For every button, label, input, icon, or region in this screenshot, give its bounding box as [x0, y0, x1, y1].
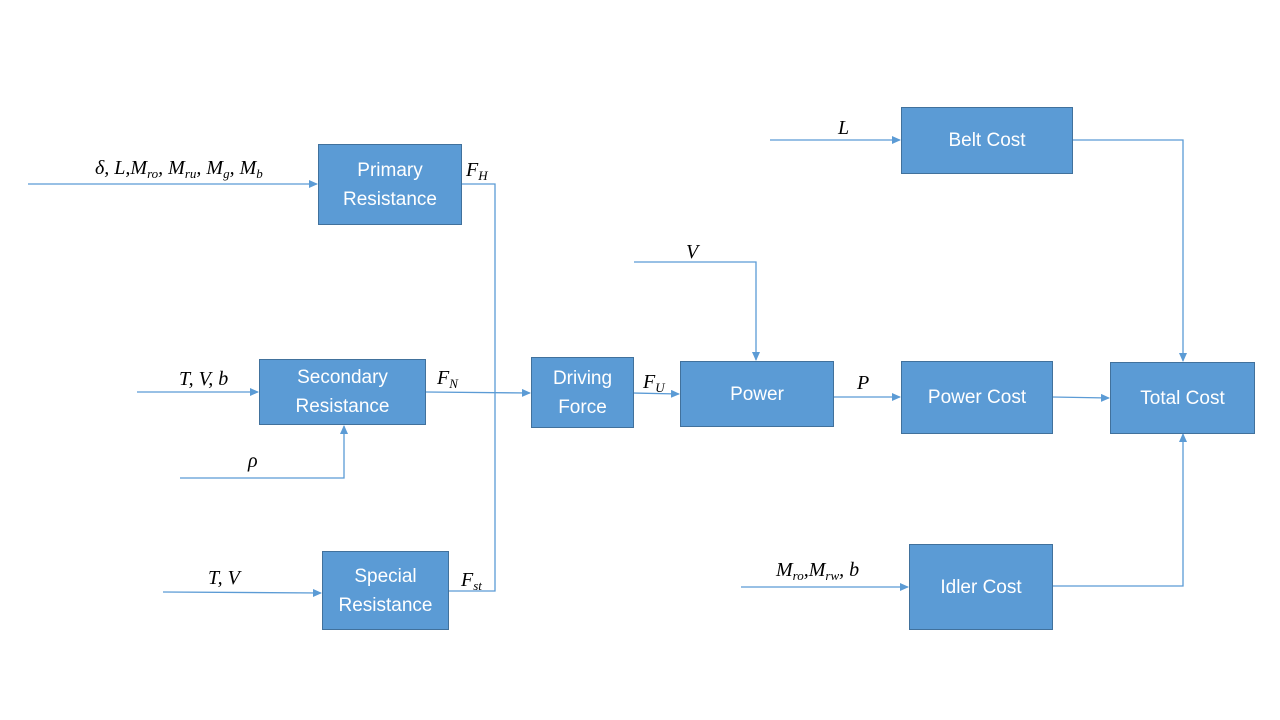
arrow-idler-cost-to-total [1052, 433, 1187, 587]
special-resistance-box: Special Resistance [322, 551, 449, 630]
total-cost-label: Total Cost [1140, 387, 1225, 409]
line-fh-connector [461, 183, 496, 393]
arrow-v-to-power [634, 261, 760, 361]
arrow-rho-input [180, 425, 348, 479]
idler-cost-box: Idler Cost [909, 544, 1053, 630]
power-label: Power [730, 383, 784, 405]
secondary-resistance-box: Secondary Resistance [259, 359, 426, 425]
fu-label: FU [643, 371, 665, 395]
power-cost-box: Power Cost [901, 361, 1053, 434]
secondary-inputs-label: T, V, b [179, 368, 229, 390]
total-cost-box: Total Cost [1110, 362, 1255, 434]
fh-label: FH [466, 159, 488, 183]
arrow-fu-to-power [632, 389, 680, 398]
belt-cost-label: Belt Cost [948, 130, 1026, 151]
arrow-fn-to-driving-force [425, 388, 531, 397]
line-fst-connector [448, 393, 496, 592]
arrow-power-cost-to-total [1051, 393, 1110, 402]
belt-cost-box: Belt Cost [901, 107, 1073, 174]
primary-inputs-label: δ, L,Mro, Mru, Mg, Mb [95, 157, 263, 181]
fn-label: FN [437, 367, 458, 391]
special-resistance-label: Special Resistance [338, 565, 433, 616]
power-box: Power [680, 361, 834, 427]
v-input-label: V [686, 241, 699, 263]
rho-label: ρ [248, 450, 258, 472]
fst-label: Fst [461, 569, 482, 593]
p-label: P [857, 372, 870, 394]
power-cost-label: Power Cost [927, 387, 1027, 408]
primary-resistance-box: Primary Resistance [318, 144, 462, 225]
driving-force-label: Driving Force [552, 367, 613, 418]
arrow-special-input [162, 588, 322, 597]
driving-force-box: Driving Force [531, 357, 634, 428]
primary-resistance-label: Primary Resistance [343, 159, 437, 210]
idler-inputs-label: Mro,Mrw, b [776, 559, 860, 583]
arrow-belt-cost-to-total [1072, 139, 1187, 362]
secondary-resistance-label: Secondary Resistance [295, 367, 390, 417]
special-inputs-label: T, V [208, 567, 240, 589]
idler-cost-label: Idler Cost [940, 576, 1022, 598]
l-input-label: L [838, 117, 850, 139]
